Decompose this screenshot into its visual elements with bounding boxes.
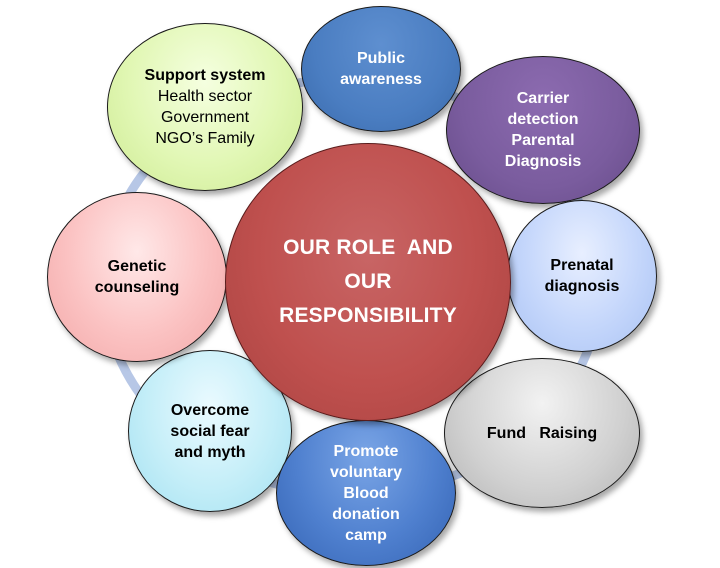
- node-text-line: Overcome: [170, 401, 250, 419]
- center-title-line: OUR ROLE AND: [283, 236, 453, 259]
- node-text-line: Public: [356, 50, 405, 67]
- node-text-line: detection: [507, 111, 579, 128]
- node-text-line: social fear: [170, 422, 250, 440]
- node-text-line: Parental: [511, 132, 575, 149]
- node-text-line: voluntary: [329, 463, 402, 481]
- node-public-awareness: Public awareness: [301, 6, 461, 132]
- node-text-line: Health sector: [157, 88, 253, 105]
- node-support-system: Support system Health sector Government …: [107, 23, 303, 191]
- center-title-line: OUR: [344, 270, 392, 293]
- node-promote-blood-donation: Promote voluntary Blood donation camp: [276, 420, 456, 566]
- node-text-line: donation: [332, 505, 400, 523]
- node-text-line: Genetic: [107, 258, 167, 275]
- node-text-line: Fund Raising: [486, 424, 598, 442]
- node-text-line: Promote: [333, 442, 399, 460]
- node-text-line: NGO’s Family: [155, 130, 255, 147]
- node-text-line: Government: [160, 109, 250, 126]
- node-genetic-counseling: Genetic counseling: [47, 192, 227, 362]
- node-text-line: Blood: [343, 484, 389, 502]
- node-text-line: Prenatal: [550, 257, 614, 274]
- node-text-line: Carrier: [516, 90, 570, 107]
- node-text-line: camp: [345, 526, 387, 544]
- node-prenatal-diagnosis: Prenatal diagnosis: [507, 200, 657, 352]
- center-title-line: RESPONSIBILITY: [279, 304, 457, 327]
- node-text-line: diagnosis: [544, 278, 620, 295]
- center-node: OUR ROLE AND OUR RESPONSIBILITY: [225, 143, 511, 421]
- node-text-line: and myth: [174, 443, 246, 461]
- node-text-line: awareness: [340, 71, 422, 88]
- node-carrier-detection: Carrier detection Parental Diagnosis: [446, 56, 640, 204]
- node-text-line: counseling: [94, 279, 180, 296]
- node-text-line: Diagnosis: [504, 153, 582, 170]
- node-text-line: Support system: [144, 67, 266, 84]
- node-fund-raising: Fund Raising: [444, 358, 640, 508]
